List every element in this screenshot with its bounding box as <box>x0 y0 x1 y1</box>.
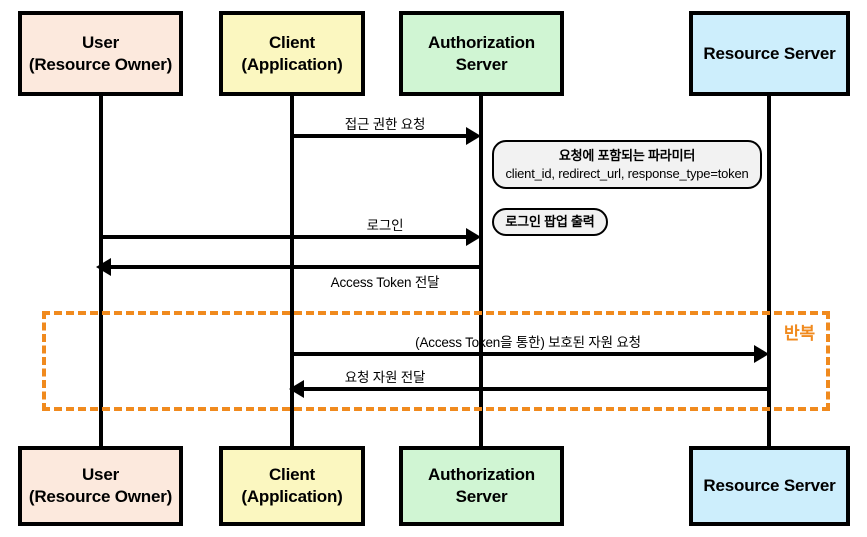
participant-box-resource-server-top: Resource Server <box>689 11 850 96</box>
participant-box-resource-server-bottom: Resource Server <box>689 446 850 526</box>
note-line2: client_id, redirect_url, response_type=t… <box>505 165 749 181</box>
message-line-protected-resource-request <box>290 352 756 356</box>
message-label-resource-delivery: 요청 자원 전달 <box>344 370 426 385</box>
lifeline-resource-server <box>767 96 771 446</box>
participant-label-line1: Client <box>268 32 316 52</box>
message-arrowhead-login <box>466 228 481 246</box>
message-arrowhead-resource-delivery <box>289 380 304 398</box>
participant-label-line2: (Resource Owner) <box>28 487 173 506</box>
participant-box-client-top: Client (Application) <box>219 11 365 96</box>
message-line-access-request <box>290 134 468 138</box>
participant-label-line1: Resource Server <box>703 43 836 63</box>
note-line1: 요청에 포함되는 파라미터 <box>558 147 696 163</box>
participant-label-line1: Authorization Server <box>428 32 535 74</box>
lifeline-client <box>290 96 294 446</box>
message-label-access-token: Access Token 전달 <box>330 275 440 290</box>
participant-box-user-bottom: User (Resource Owner) <box>18 446 183 526</box>
note-request-parameters: 요청에 포함되는 파라미터 client_id, redirect_url, r… <box>492 140 762 189</box>
participant-label-line1: User <box>81 32 119 52</box>
message-arrowhead-access-request <box>466 127 481 145</box>
participant-label-line1: Resource Server <box>703 476 836 496</box>
participant-label-line2: (Application) <box>241 487 343 506</box>
participant-box-authorization-server-top: Authorization Server <box>399 11 564 96</box>
loop-frame-repeat <box>42 311 830 411</box>
participant-box-authorization-server-bottom: Authorization Server <box>399 446 564 526</box>
message-line-resource-delivery <box>304 387 771 391</box>
message-line-access-token <box>111 265 483 269</box>
message-line-login <box>99 235 468 239</box>
participant-label-line1: User <box>81 465 119 485</box>
participant-label-line1: Authorization Server <box>428 465 535 506</box>
message-label-login: 로그인 <box>366 218 404 233</box>
participant-label-line2: (Application) <box>241 54 343 74</box>
participant-box-user-top: User (Resource Owner) <box>18 11 183 96</box>
participant-label-line1: Client <box>268 465 316 485</box>
note-login-popup: 로그인 팝업 출력 <box>492 208 608 236</box>
message-label-protected-resource-request: (Access Token을 통한) 보호된 자원 요청 <box>415 335 641 350</box>
participant-label-line2: (Resource Owner) <box>28 54 173 74</box>
message-arrowhead-access-token <box>96 258 111 276</box>
participant-box-client-bottom: Client (Application) <box>219 446 365 526</box>
lifeline-authorization-server <box>479 96 483 446</box>
message-arrowhead-protected-resource-request <box>754 345 769 363</box>
note-line1: 로그인 팝업 출력 <box>505 214 595 230</box>
loop-label-repeat: 반복 <box>784 324 815 343</box>
message-label-access-request: 접근 권한 요청 <box>344 117 426 132</box>
